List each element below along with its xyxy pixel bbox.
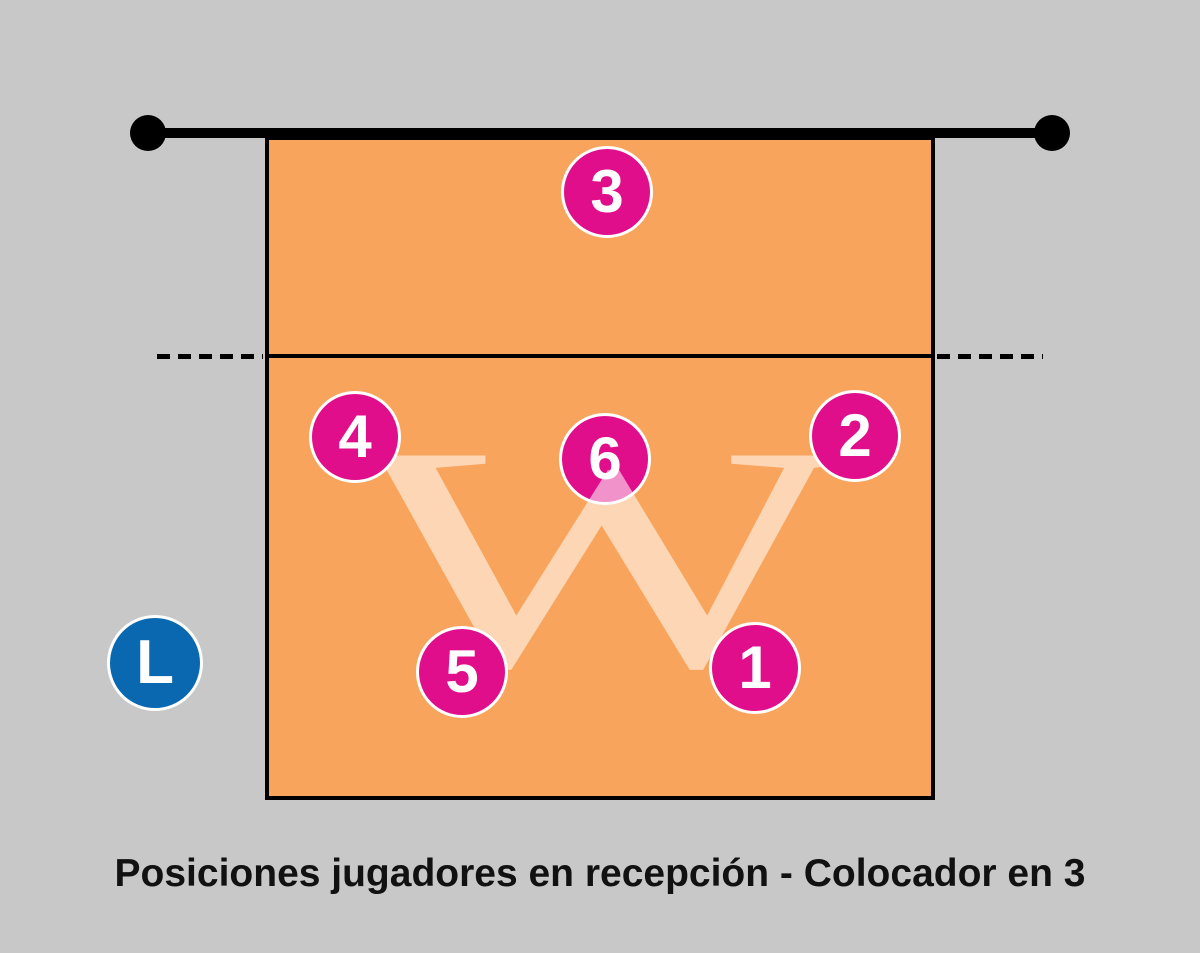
net-post-right-icon [1034,115,1070,151]
attack-line [265,354,935,358]
attack-line-dash-left [157,354,263,359]
player-circle-3: 3 [561,146,653,238]
attack-line-dash-right [937,354,1043,359]
net-post-left-icon [130,115,166,151]
player-circle-1: 1 [709,622,801,714]
diagram-caption: Posiciones jugadores en recepción - Colo… [114,852,1086,895]
player-circle-2: 2 [809,390,901,482]
libero-circle: L [107,615,203,711]
player-circle-4: 4 [309,391,401,483]
net-line [148,128,1052,138]
player-circle-5: 5 [416,626,508,718]
player-circle-6: 6 [559,413,651,505]
